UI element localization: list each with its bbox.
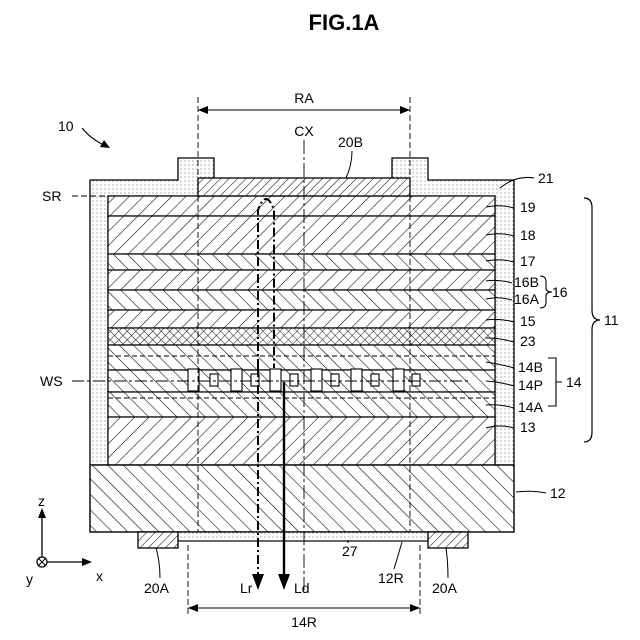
- label-ws: WS: [40, 373, 63, 389]
- label-electrode-top: 20B: [338, 134, 363, 150]
- bracket-14: [548, 358, 562, 406]
- label-stack-11: 11: [604, 312, 619, 328]
- leader-20b: [346, 151, 352, 178]
- label-14r: 14R: [291, 614, 317, 630]
- direct-beam-ld-arrowhead: [278, 574, 290, 590]
- label-axis-x: x: [96, 568, 103, 584]
- pc-hole: [231, 369, 242, 391]
- figure-title: FIG.1A: [309, 10, 380, 35]
- leader-20a-right: [446, 548, 448, 578]
- pc-hole: [331, 374, 339, 386]
- brace-11: [584, 198, 600, 442]
- brace-16: [540, 276, 552, 308]
- layer-17: [108, 254, 495, 270]
- layer-18: [108, 216, 495, 254]
- layer-14b: [108, 345, 495, 370]
- layer-23: [108, 328, 495, 345]
- label-axis-z: z: [38, 493, 45, 509]
- label-lr: Lr: [240, 580, 253, 596]
- label-substrate: 12: [550, 485, 566, 501]
- pc-hole: [393, 369, 404, 391]
- pc-hole: [412, 374, 420, 386]
- label-layer-19: 19: [520, 199, 536, 215]
- label-axis-y: y: [26, 571, 33, 587]
- layer-15: [108, 310, 495, 328]
- bottom-electrode-left: [138, 532, 178, 548]
- label-layer-17: 17: [520, 253, 536, 269]
- bottom-electrode-right: [428, 532, 468, 548]
- ra-arrowhead-right: [400, 106, 410, 114]
- leader-12r: [394, 542, 402, 569]
- label-ra: RA: [294, 90, 314, 106]
- axis-z-arrowhead: [38, 508, 46, 518]
- label-sr: SR: [42, 188, 61, 204]
- label-electrode-right: 20A: [432, 580, 458, 596]
- label-layer-14: 14: [566, 374, 582, 390]
- label-layer-14p: 14P: [518, 377, 543, 393]
- reflected-beam-lr-arrowhead: [252, 574, 264, 590]
- width-14r-arrowhead-left: [188, 604, 198, 612]
- label-layer-15: 15: [520, 313, 536, 329]
- layer-19: [108, 196, 495, 216]
- label-layer-13: 13: [520, 419, 536, 435]
- layer-16b: [108, 270, 495, 290]
- label-region-12r: 12R: [378, 570, 404, 586]
- leader-12: [516, 491, 546, 493]
- pc-hole: [290, 374, 298, 386]
- substrate: [90, 465, 514, 532]
- pc-hole: [210, 374, 218, 386]
- label-layer-16: 16: [552, 284, 568, 300]
- label-passivation: 21: [538, 170, 554, 186]
- label-device: 10: [58, 118, 74, 134]
- layer-14a: [108, 392, 495, 417]
- label-layer-18: 18: [520, 227, 536, 243]
- label-layer-14a: 14A: [518, 399, 544, 415]
- label-film-27: 27: [342, 543, 358, 559]
- pc-hole: [270, 369, 281, 391]
- pc-hole: [351, 369, 362, 391]
- axis-x-arrowhead: [82, 558, 92, 566]
- label-ld: Ld: [294, 580, 310, 596]
- width-14r-arrowhead-right: [410, 604, 420, 612]
- label-layer-16a: 16A: [514, 291, 540, 307]
- label-layer-16b: 16B: [514, 274, 539, 290]
- pc-hole: [371, 374, 379, 386]
- label-layer-14b: 14B: [518, 359, 543, 375]
- ra-arrowhead-left: [198, 106, 208, 114]
- label-layer-23: 23: [520, 333, 536, 349]
- pc-hole: [188, 369, 199, 391]
- leader-20a-left: [156, 548, 160, 578]
- layer-13: [108, 417, 495, 465]
- pc-hole: [311, 369, 322, 391]
- label-cx: CX: [294, 123, 314, 139]
- label-electrode-left: 20A: [144, 580, 170, 596]
- bottom-film: [178, 532, 428, 541]
- layer-16a: [108, 290, 495, 310]
